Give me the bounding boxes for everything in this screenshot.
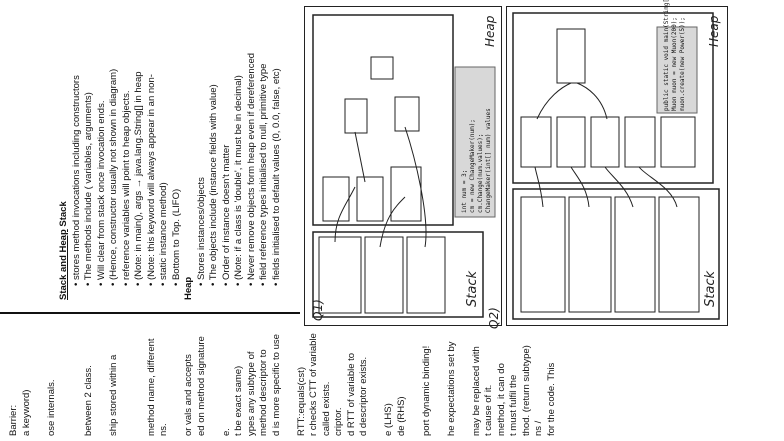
q1-heap-region — [312, 14, 454, 226]
q1-arrow-1 — [334, 186, 356, 243]
note-item: • The objects include (instance fields w… — [208, 84, 219, 286]
q2-heap-obj-3 — [590, 116, 620, 168]
code-line: muon.create(new Power(5)); — [679, 17, 686, 111]
note-item: • (Note: this keyword will always appear… — [145, 74, 157, 286]
note-item: • field reference types initialised to n… — [258, 63, 269, 286]
q1-frame-2 — [364, 236, 404, 314]
left-column-line: Barrier: — [8, 404, 19, 436]
q2-arrow-6 — [576, 82, 608, 120]
q1-arrow-4 — [354, 131, 366, 183]
q1-code: int num = 3;cm = new ChangeMaker(num);cm… — [461, 108, 493, 213]
q2-arrow-2 — [570, 166, 590, 208]
q1-heap-label: Heap — [483, 15, 497, 47]
left-column-line: ose internals. — [45, 379, 57, 436]
stack-items: • stores method invocations including co… — [71, 0, 184, 300]
code-line: Muon muon = new Muon(200); — [671, 17, 678, 111]
q1-frame-1 — [318, 236, 362, 314]
q1-code-box — [454, 66, 496, 218]
q2-heap-label: Heap — [707, 15, 721, 47]
q1-heap-obj-3 — [390, 166, 422, 222]
note-item: • Stores instances/objects — [195, 177, 207, 286]
q2-arrow-1 — [534, 166, 544, 208]
diagram-q1: Q1) Stack Heap int num = 3;cm = new Chan… — [304, 6, 502, 326]
q2-frame-1 — [520, 196, 566, 313]
q2-arrow-3 — [604, 166, 634, 208]
q2-label: Q2) — [487, 307, 501, 329]
q1-heap-obj-5 — [394, 96, 420, 132]
left-column-line — [283, 0, 296, 436]
q2-arrow-4 — [638, 166, 678, 208]
diagram-q2-svg — [512, 12, 720, 320]
q2-stack-region — [512, 188, 720, 320]
q2-heap-obj-4 — [624, 116, 656, 168]
q2-code: public static void main(String[] args) {… — [663, 0, 687, 111]
q2-heap-obj-6 — [556, 28, 586, 84]
code-line: cm = new ChangeMaker(num); — [469, 119, 476, 213]
q2-frame-3 — [614, 196, 656, 313]
note-item: • Will clear from stack once invocation … — [95, 100, 107, 286]
diagram-q2: Q2) Stack Heap public static void main(S… — [487, 0, 728, 329]
note-item: • (Note: if a class is 'double', it must… — [233, 75, 244, 286]
q1-arrow-2 — [379, 196, 406, 248]
q1-stack-label: Stack — [465, 271, 480, 307]
q2-frame-2 — [568, 196, 612, 313]
notes-title: Stack and Heap — [58, 229, 69, 300]
stack-heading: Stack — [58, 201, 69, 227]
note-item: • Order of instance doesn't matter — [220, 144, 232, 286]
q1-arrow-3 — [404, 126, 427, 248]
note-item: • (Note: in main(), args → java.lang.Str… — [133, 71, 144, 286]
heap-heading: Heap — [183, 276, 194, 300]
note-item: • stores method invocations including co… — [70, 75, 82, 286]
q2-heap-region — [512, 12, 714, 184]
q1-heap-obj-6 — [370, 56, 394, 80]
q2-stack-label: Stack — [703, 271, 718, 307]
left-column-line — [33, 0, 46, 436]
q1-stack-region — [312, 231, 484, 318]
note-item: • (Hence, constructor usually not shown … — [108, 68, 119, 286]
q1-heap-obj-4 — [344, 98, 368, 134]
q1-label: Q1) — [311, 299, 325, 321]
main-notes: Stack and Heap Stack • stores method inv… — [58, 0, 283, 300]
q1-frame-3 — [406, 236, 446, 314]
q2-heap-obj-1 — [520, 116, 552, 168]
note-item: • reference variables will point to heap… — [120, 90, 132, 286]
heap-items: • Stores instances/objects• The objects … — [196, 0, 284, 300]
code-line: public static void main(String[] args) { — [663, 0, 670, 111]
code-line: int num = 3; — [461, 169, 468, 213]
column-divider — [0, 312, 300, 314]
diagram-q1-svg — [312, 14, 496, 318]
note-item: • Never remove objects form heap even if… — [245, 52, 257, 286]
q2-frame-4 — [658, 196, 700, 313]
left-column-line: a keyword) — [20, 389, 32, 436]
code-line: ChangeMaker(int[] num) values — [485, 108, 492, 213]
q2-code-box — [656, 26, 698, 114]
q2-heap-obj-2 — [556, 116, 586, 168]
note-item: • Bottom to Top. (LIFO) — [170, 188, 182, 286]
code-line: cm.Change(num.values); — [477, 133, 484, 213]
q1-heap-obj-2 — [356, 176, 384, 222]
q2-heap-obj-5 — [660, 116, 696, 168]
note-item: • static instance method) — [158, 182, 169, 286]
q2-arrow-5 — [536, 82, 572, 120]
note-item: • fields initialised to default values (… — [270, 68, 282, 286]
q1-heap-obj-1 — [322, 176, 350, 222]
note-item: • The methods include ( variables, argum… — [83, 92, 94, 286]
